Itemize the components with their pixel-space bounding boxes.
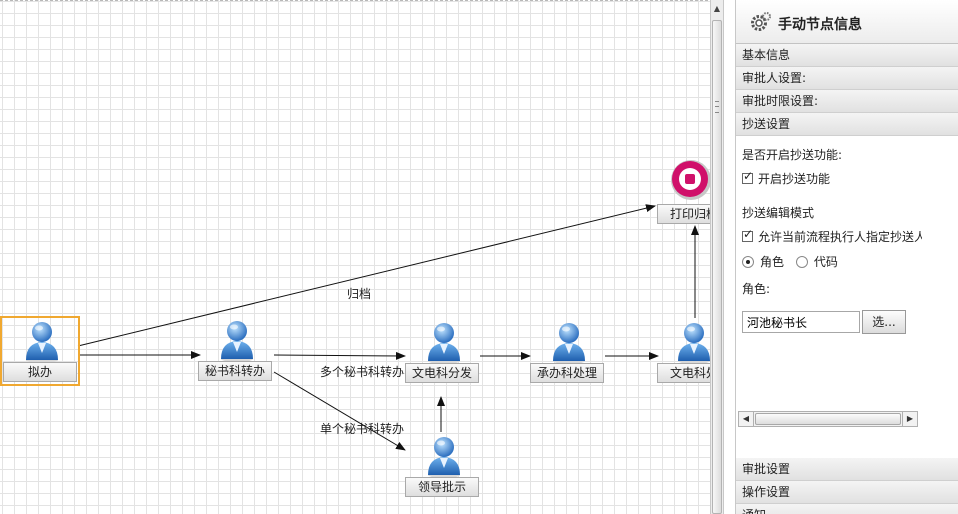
node-print-archive[interactable]: 打印归档	[657, 160, 710, 226]
node-label: 拟办	[3, 362, 77, 382]
node-label: 承办科处理	[530, 363, 604, 383]
radio-code[interactable]	[795, 256, 808, 268]
scroll-right-arrow-icon[interactable]: ▶	[902, 412, 917, 426]
cc-allow-checkbox[interactable]: ✓	[742, 228, 754, 242]
scroll-up-arrow-icon[interactable]: ▲	[713, 4, 721, 13]
node-leader-instruction[interactable]: 领导批示	[405, 434, 479, 498]
scroll-thumb[interactable]	[712, 20, 722, 514]
edge-secretary-to-wendian	[273, 351, 406, 360]
node-draft[interactable]: 拟办	[0, 316, 80, 386]
user-icon	[26, 322, 58, 363]
node-label: 文电科分发	[405, 363, 479, 383]
edge-label-multi-secretary: 多个秘书科转办	[320, 365, 405, 379]
stop-icon[interactable]	[671, 160, 710, 200]
node-label: 打印归档	[657, 204, 710, 224]
user-icon	[678, 323, 710, 364]
cc-enable-option[interactable]: ✓ 开启抄送功能	[742, 170, 830, 187]
node-label: 文电科处	[657, 363, 710, 383]
check-icon: ✓	[743, 228, 754, 241]
radio-code-label: 代码	[813, 255, 838, 269]
cc-edit-mode-label: 抄送编辑模式	[742, 206, 815, 220]
cc-mode-radio-group: 角色 代码	[742, 253, 838, 270]
gear-icon	[751, 12, 771, 31]
node-wendian-distribute[interactable]: 文电科分发	[405, 320, 479, 384]
section-approval-settings[interactable]: 审批设置	[736, 458, 958, 481]
node-info-panel: 手动节点信息 基本信息 审批人设置: 审批时限设置: 抄送设置 是否开启抄送功能…	[736, 0, 958, 514]
grip-icon	[715, 101, 719, 113]
cc-allow-label: 允许当前流程执行人指定抄送人	[758, 230, 922, 244]
node-secretary-transfer[interactable]: 秘书科转办	[198, 318, 272, 382]
cc-enable-checkbox[interactable]: ✓	[742, 169, 754, 184]
panel-header: 手动节点信息	[736, 0, 958, 44]
node-label: 秘书科转办	[198, 361, 272, 381]
node-wendian-process[interactable]: 文电科处	[657, 320, 710, 384]
section-notify[interactable]: 通知	[736, 504, 958, 514]
node-label: 领导批示	[405, 477, 479, 497]
panel-horizontal-scrollbar[interactable]: ◀ ▶	[738, 411, 918, 427]
cc-role-input[interactable]	[742, 311, 860, 333]
workflow-edges	[77, 160, 710, 451]
canvas-vertical-scrollbar[interactable]: ▲	[710, 0, 724, 514]
user-icon	[553, 323, 585, 364]
radio-role-label: 角色	[760, 255, 785, 269]
workflow-canvas[interactable]: 归档 多个秘书科转办 单个秘书科转办 拟办 秘书科转办 文电科分发 承办科处理 …	[0, 0, 710, 514]
lower-sections: 审批设置 操作设置 通知	[736, 458, 958, 514]
cc-enable-label: 开启抄送功能	[758, 172, 831, 186]
hscroll-thumb[interactable]	[755, 413, 901, 425]
section-approver-settings[interactable]: 审批人设置:	[736, 67, 958, 90]
scroll-left-arrow-icon[interactable]: ◀	[739, 412, 754, 426]
user-icon	[221, 321, 253, 362]
cc-role-label: 角色:	[742, 282, 771, 296]
edge-draft-to-archive	[77, 204, 656, 347]
node-chengban-process[interactable]: 承办科处理	[530, 320, 604, 384]
edge-label-single-secretary: 单个秘书科转办	[320, 422, 405, 436]
cc-allow-option[interactable]: ✓ 允许当前流程执行人指定抄送人	[742, 228, 922, 245]
section-operation-settings[interactable]: 操作设置	[736, 481, 958, 504]
section-basic-info[interactable]: 基本信息	[736, 44, 958, 67]
cc-select-button[interactable]: 选...	[862, 310, 906, 334]
user-icon	[428, 323, 460, 364]
section-cc-settings[interactable]: 抄送设置	[736, 113, 958, 136]
cc-settings-body: 是否开启抄送功能: ✓ 开启抄送功能 抄送编辑模式 ✓ 允许当前流程执行人指定抄送人…	[736, 136, 958, 458]
edge-label-archive: 归档	[347, 287, 372, 301]
radio-role[interactable]	[742, 256, 754, 268]
panel-title: 手动节点信息	[778, 17, 862, 33]
panel-splitter[interactable]	[724, 0, 736, 514]
check-icon: ✓	[743, 169, 754, 183]
edge-secretary-to-leader	[273, 371, 406, 451]
canvas-top-border	[0, 0, 708, 1]
cc-enable-question: 是否开启抄送功能:	[742, 148, 843, 162]
section-time-limit-settings[interactable]: 审批时限设置:	[736, 90, 958, 113]
user-icon	[428, 437, 460, 478]
